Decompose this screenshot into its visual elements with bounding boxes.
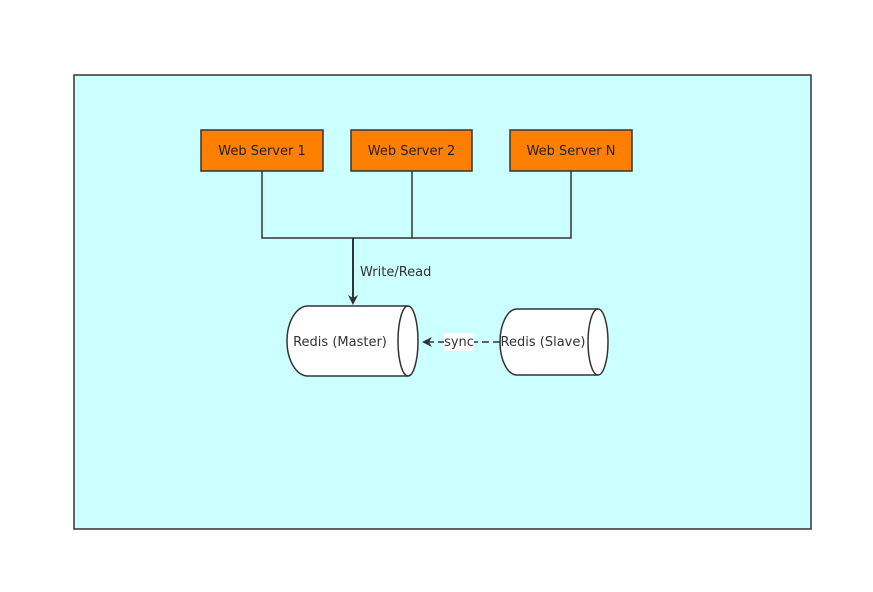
web-server-1-label: Web Server 1 [218, 144, 306, 159]
connector-server-1 [261, 171, 353, 239]
sync-label-background [444, 333, 474, 351]
web-server-2-node: Web Server 2 [350, 129, 473, 172]
web-server-n-node: Web Server N [509, 129, 633, 172]
sync-label: sync [444, 335, 474, 350]
web-server-n-box [509, 129, 633, 172]
redis-master-label: Redis (Master) [293, 335, 387, 350]
web-server-2-label: Web Server 2 [368, 144, 456, 159]
connector-server-n [412, 171, 572, 239]
web-server-1-node: Web Server 1 [200, 129, 324, 172]
redis-master-cylinder-cap [397, 305, 409, 377]
redis-slave-label: Redis (Slave) [501, 335, 586, 350]
write-read-label: Write/Read [360, 265, 431, 280]
web-server-1-box [200, 129, 324, 172]
redis-slave-cylinder-cap [587, 308, 599, 376]
redis-master-node: Redis (Master) [286, 305, 419, 377]
server-connectors [261, 171, 572, 239]
web-server-n-label: Web Server N [527, 144, 616, 159]
redis-slave-node: Redis (Slave) [499, 308, 609, 376]
